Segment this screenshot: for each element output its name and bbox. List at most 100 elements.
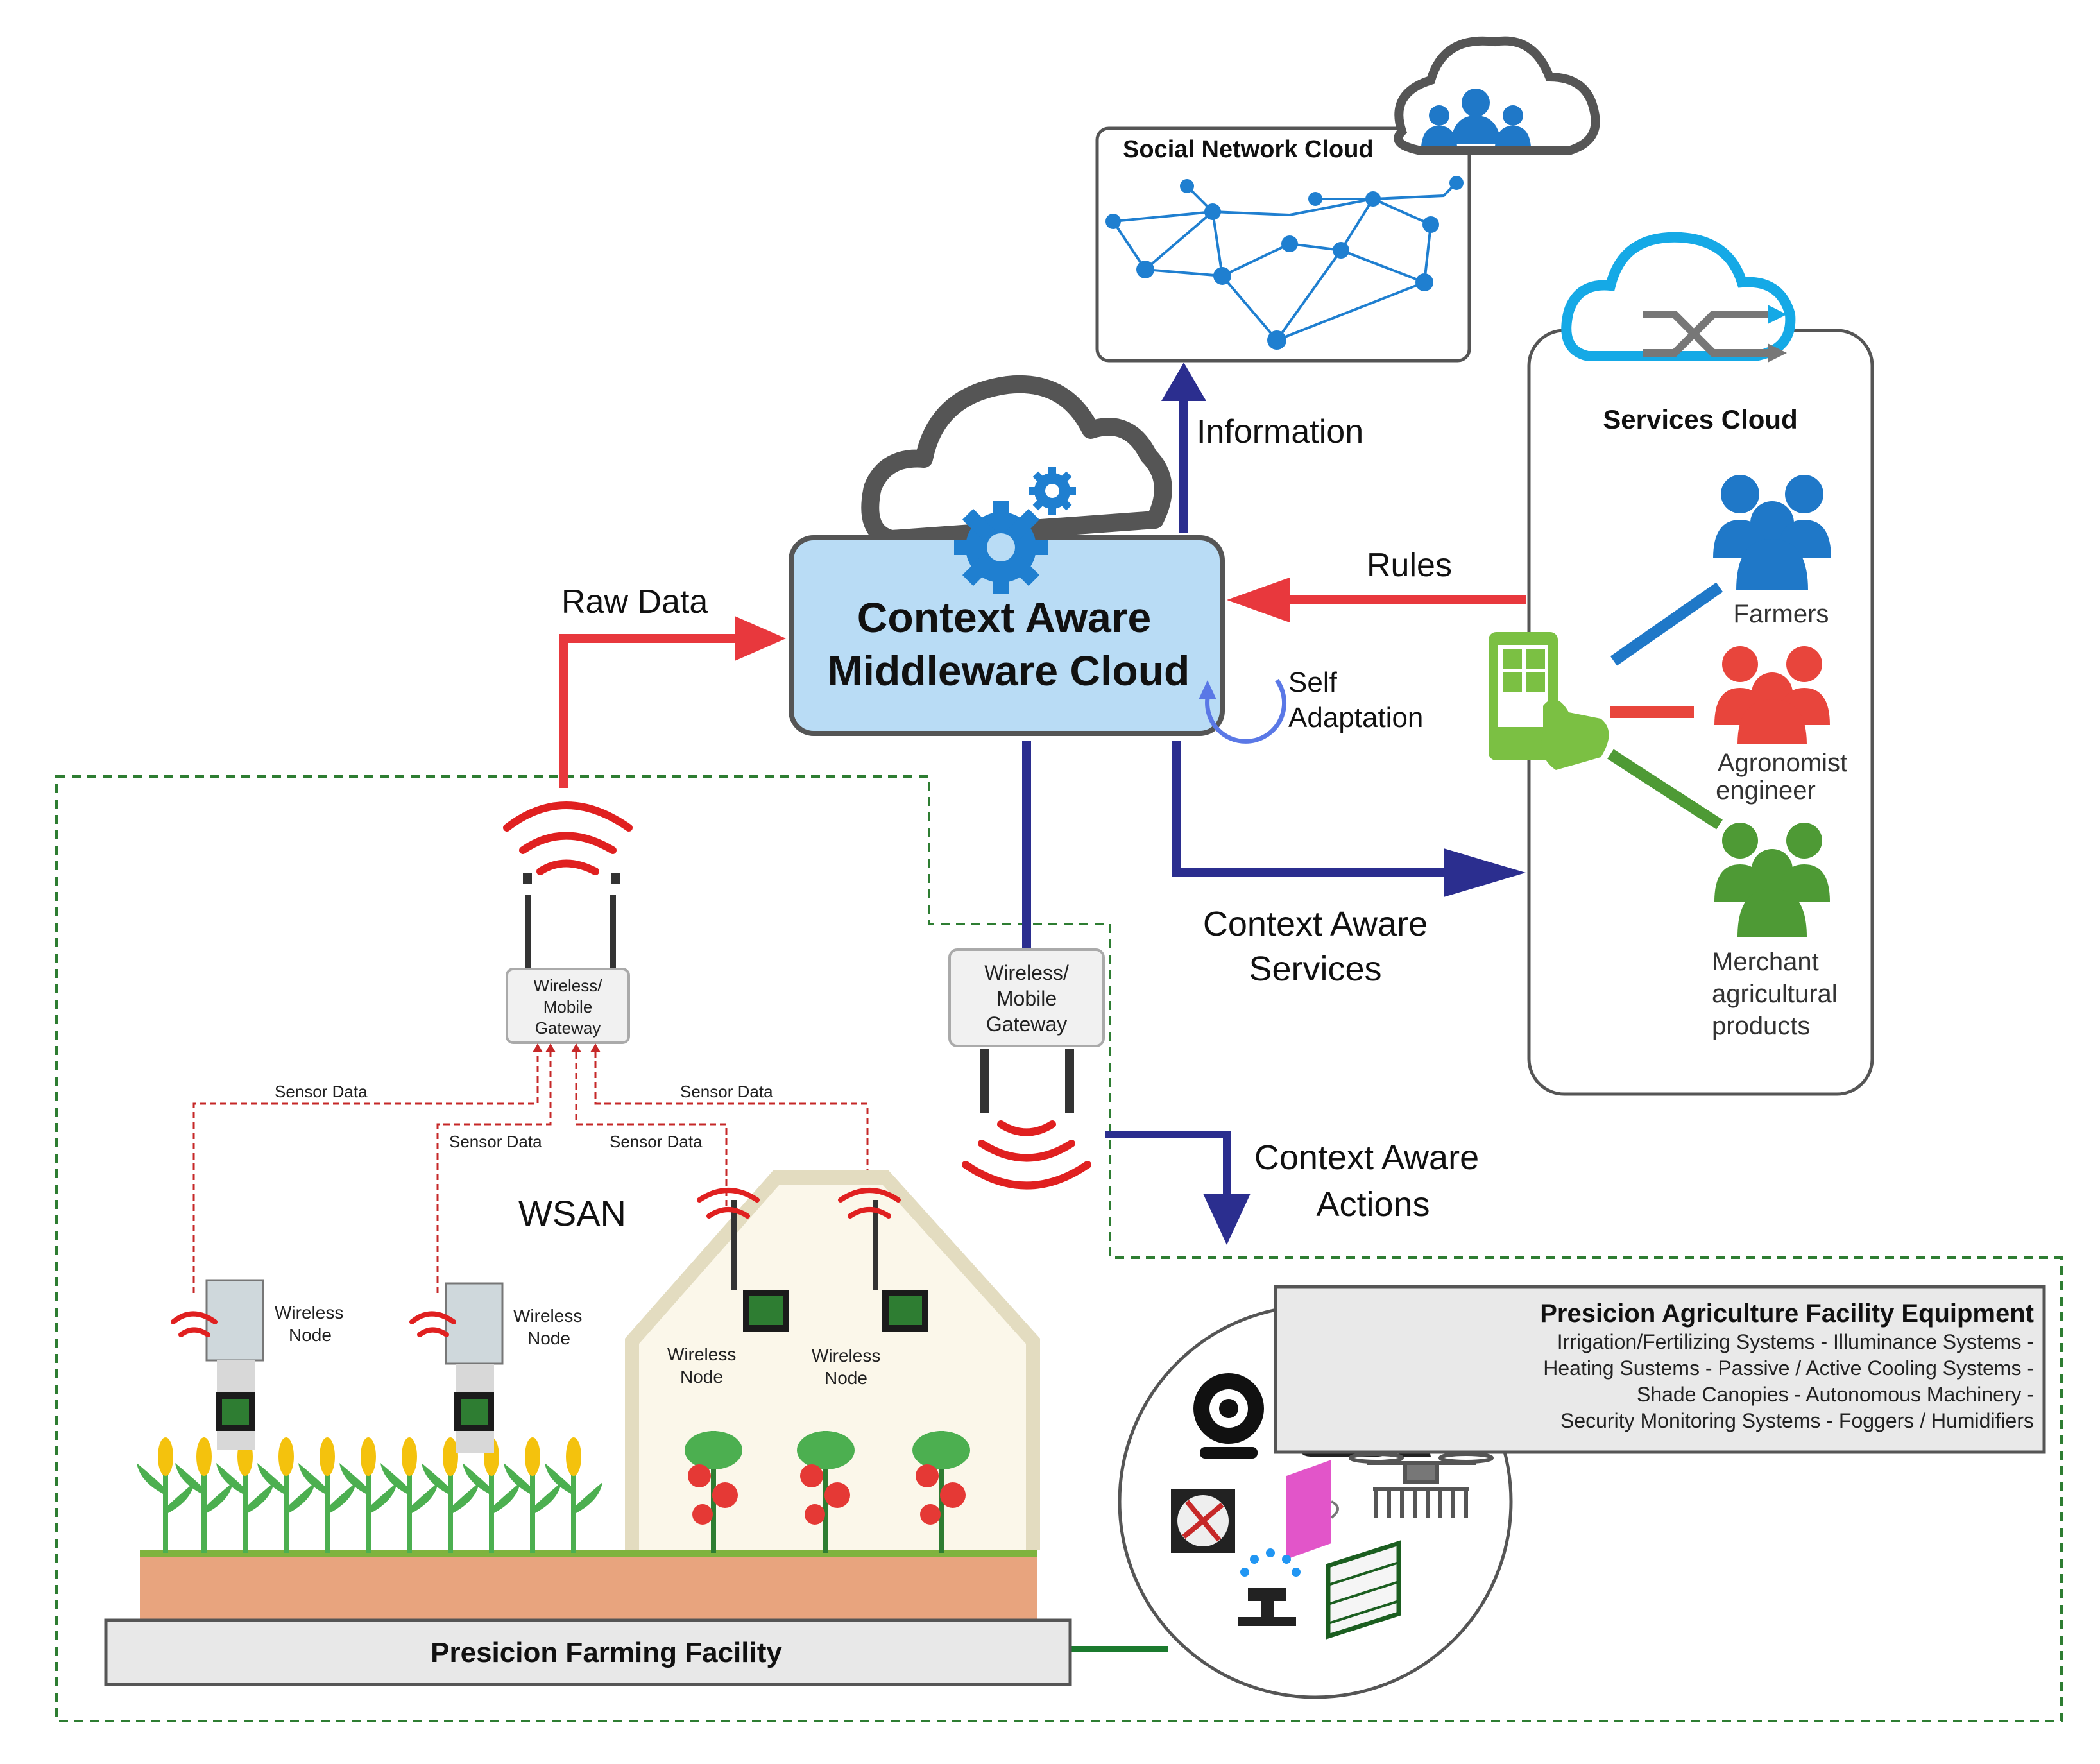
- webcam-icon: [1193, 1373, 1264, 1459]
- context-services-line2: Services: [1249, 950, 1381, 988]
- middleware-cloud: Context Aware Middleware Cloud: [789, 375, 1225, 736]
- sensor-label-4: Sensor Data: [610, 1132, 703, 1151]
- equipment-line2: Heating Sustems - Passive / Active Cooli…: [1543, 1357, 2034, 1380]
- node-4-line2: Node: [824, 1368, 867, 1388]
- wsan-label: WSAN: [518, 1193, 626, 1233]
- corn-plant: [175, 1437, 233, 1553]
- corn-plant: [545, 1437, 602, 1553]
- self-adaptation: Self Adaptation: [1199, 667, 1423, 744]
- self-adaptation-arrow-icon: [1205, 678, 1287, 744]
- wifi-signal-icon: [171, 1311, 218, 1337]
- rules-label: Rules: [1367, 547, 1452, 584]
- services-cloud-title: Services Cloud: [1603, 404, 1797, 434]
- services-cloud-icon: [1561, 232, 1796, 363]
- merchant-line1: Merchant: [1712, 948, 1819, 976]
- shade-canopy-icon: [1326, 1540, 1401, 1640]
- social-network-graph: [1112, 182, 1458, 342]
- tomato-plants: [685, 1431, 970, 1553]
- equipment-title: Presicion Agriculture Facility Equipment: [1540, 1299, 2034, 1328]
- farm-field: [137, 1170, 1040, 1620]
- self-adaptation-line2: Adaptation: [1288, 702, 1423, 733]
- middleware-line2: Middleware Cloud: [828, 647, 1190, 694]
- corn-plant: [339, 1437, 397, 1553]
- right-gateway-line1: Wireless/: [984, 961, 1069, 984]
- merchant-icon: [1714, 823, 1830, 937]
- soil: [140, 1556, 1037, 1620]
- right-gateway-line2: Mobile: [996, 987, 1057, 1010]
- wifi-signal-icon: [838, 1188, 901, 1219]
- wifi-signal-icon: [503, 801, 633, 875]
- wireless-node-2: Wireless Node: [409, 1282, 582, 1453]
- node-2-line1: Wireless: [513, 1306, 582, 1326]
- corn-plant: [137, 1437, 194, 1553]
- equipment-line4: Security Monitoring Systems - Foggers / …: [1560, 1409, 2034, 1432]
- exhaust-fan-icon: [1171, 1489, 1235, 1553]
- drone-icon: [1349, 1452, 1494, 1518]
- wifi-signal-icon: [962, 1120, 1091, 1190]
- node-1-line2: Node: [289, 1325, 332, 1345]
- farming-facility-bar: Presicion Farming Facility: [104, 1618, 1072, 1686]
- node-1-line1: Wireless: [275, 1303, 343, 1323]
- farming-facility-label: Presicion Farming Facility: [431, 1637, 782, 1668]
- corn-plant: [422, 1437, 479, 1553]
- agronomist-line1: Agronomist: [1718, 749, 1847, 777]
- social-network-cloud: Social Network Cloud: [1095, 36, 1600, 363]
- wireless-node-4: Wireless Node: [812, 1188, 928, 1388]
- context-actions-line2: Actions: [1316, 1185, 1430, 1224]
- merchant-line3: products: [1712, 1012, 1810, 1040]
- right-gateway-line3: Gateway: [986, 1013, 1067, 1036]
- equipment-label-box: Presicion Agriculture Facility Equipment…: [1274, 1285, 2046, 1454]
- information-arrow: [1161, 363, 1206, 533]
- equipment-line1: Irrigation/Fertilizing Systems - Illumin…: [1557, 1330, 2034, 1353]
- middleware-line1: Context Aware: [857, 594, 1151, 641]
- raw-data-label: Raw Data: [561, 583, 708, 621]
- sensor-label-3: Sensor Data: [449, 1132, 542, 1151]
- agronomist-icon: [1714, 646, 1830, 744]
- merchant-line2: agricultural: [1712, 980, 1838, 1008]
- rules-arrow: [1227, 578, 1526, 622]
- left-gateway: Wireless/ Mobile Gateway: [503, 801, 633, 1044]
- sprinkler-icon: [1238, 1548, 1301, 1626]
- social-network-nodes: [1105, 176, 1464, 350]
- people-cloud-icon: [1394, 36, 1600, 155]
- corn-plant: [504, 1437, 561, 1553]
- corn-plant: [380, 1437, 438, 1553]
- tablet-icon: [1489, 632, 1609, 770]
- cooling-pad-icon: [1286, 1460, 1339, 1559]
- context-services-line1: Context Aware: [1203, 905, 1428, 943]
- left-gateway-line1: Wireless/: [534, 976, 603, 995]
- middleware-cloud-outline: [861, 375, 1172, 548]
- farmers-label: Farmers: [1734, 600, 1829, 628]
- wifi-signal-icon: [697, 1188, 760, 1219]
- self-adaptation-line1: Self: [1288, 667, 1338, 698]
- merchant-connector: [1607, 749, 1723, 830]
- information-label: Information: [1197, 413, 1363, 450]
- right-gateway: Wireless/ Mobile Gateway: [948, 948, 1105, 1190]
- sensor-arrowheads: [533, 1043, 601, 1052]
- sensor-label-1: Sensor Data: [275, 1082, 368, 1101]
- sensor-label-2: Sensor Data: [680, 1082, 773, 1101]
- wireless-node-1: Wireless Node: [171, 1279, 343, 1450]
- services-cloud: Services Cloud Farmers Agronomist engine…: [1489, 232, 1874, 1096]
- context-actions-arrow: [1105, 1131, 1251, 1245]
- farmers-icon: [1713, 475, 1831, 590]
- node-3-line1: Wireless: [667, 1344, 736, 1364]
- raw-data-arrow: [559, 616, 786, 788]
- sensor-data-lines: [192, 1049, 869, 1293]
- node-3-line2: Node: [680, 1367, 723, 1387]
- wireless-node-3: Wireless Node: [667, 1188, 789, 1387]
- context-services-arrow: [1172, 741, 1526, 897]
- facility-boundary: [55, 775, 2063, 1722]
- left-gateway-line3: Gateway: [535, 1018, 601, 1038]
- corn-plant: [257, 1437, 315, 1553]
- node-2-line2: Node: [527, 1328, 570, 1348]
- context-actions-line1: Context Aware: [1254, 1138, 1479, 1177]
- social-cloud-title: Social Network Cloud: [1123, 136, 1374, 163]
- farmers-connector: [1610, 582, 1723, 666]
- wifi-signal-icon: [409, 1311, 456, 1337]
- corn-plant: [298, 1437, 356, 1553]
- gear-icon: [954, 467, 1076, 594]
- node-4-line1: Wireless: [812, 1346, 880, 1366]
- corn-plants: [137, 1437, 602, 1553]
